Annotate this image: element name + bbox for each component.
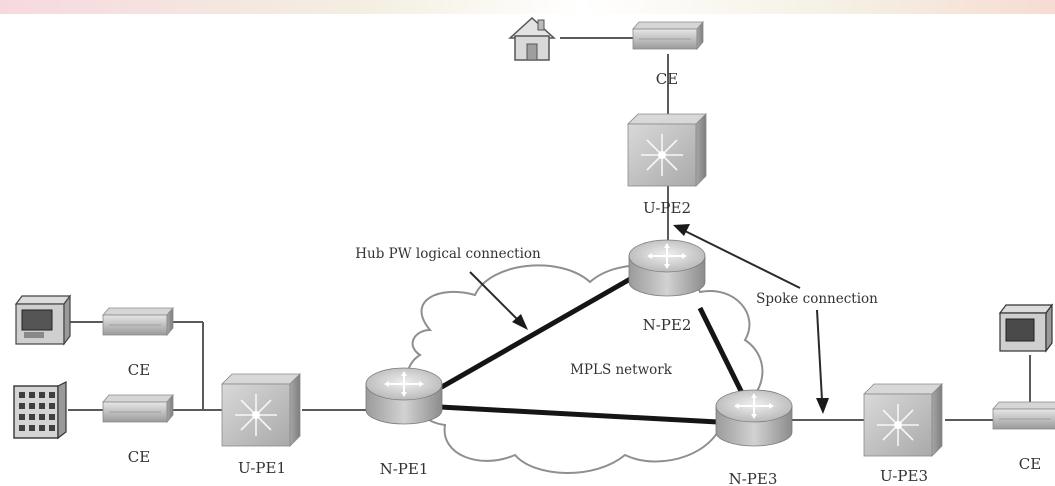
ce-left2-switch-icon xyxy=(102,394,174,423)
n-pe2-router-icon xyxy=(628,239,706,297)
label-spoke-connection: Spoke connection xyxy=(756,291,878,307)
label-n-pe2: N-PE2 xyxy=(643,316,692,334)
hub-pw-arrow xyxy=(469,271,521,323)
label-n-pe1: N-PE1 xyxy=(380,460,429,478)
pw-npe1-npe3 xyxy=(439,404,719,425)
label-n-pe3: N-PE3 xyxy=(729,470,778,486)
house-icon xyxy=(508,16,556,61)
ce-right-switch-icon xyxy=(992,401,1055,430)
label-u-pe1: U-PE1 xyxy=(238,459,286,477)
n-pe3-router-icon xyxy=(715,389,793,447)
u-pe1-switch-icon xyxy=(221,373,301,447)
server-icon xyxy=(14,294,72,346)
label-hub-pw: Hub PW logical connection xyxy=(355,246,541,262)
label-ce-left-2: CE xyxy=(128,448,150,466)
top-gradient-band xyxy=(0,0,1055,14)
spoke-arrow-to-link xyxy=(816,309,823,401)
u-pe3-switch-icon xyxy=(863,383,943,457)
u-pe2-switch-icon xyxy=(627,113,707,187)
spoke-arrowhead-link xyxy=(816,398,829,414)
n-pe1-router-icon xyxy=(365,367,443,425)
label-mpls-network: MPLS network xyxy=(570,362,673,378)
ce-left1-switch-icon xyxy=(102,307,174,336)
building-icon xyxy=(13,381,67,440)
annotation-arrows xyxy=(469,224,829,414)
spoke-arrowhead-upe2 xyxy=(673,224,690,236)
label-ce-right: CE xyxy=(1019,455,1041,473)
pw-npe1-npe2 xyxy=(438,275,634,391)
label-u-pe3: U-PE3 xyxy=(880,467,928,485)
hub-pw-arrowhead xyxy=(512,314,528,330)
label-u-pe2: U-PE2 xyxy=(643,199,691,217)
label-ce-left-1: CE xyxy=(128,361,150,379)
access-links xyxy=(68,37,1031,421)
computer-icon xyxy=(998,303,1054,353)
pseudowire-links xyxy=(438,275,745,425)
ce-top-switch-icon xyxy=(632,21,704,50)
label-ce-top: CE xyxy=(656,70,678,88)
pw-npe2-npe3 xyxy=(697,306,745,395)
spoke-arrow-to-upe2 xyxy=(682,229,801,289)
